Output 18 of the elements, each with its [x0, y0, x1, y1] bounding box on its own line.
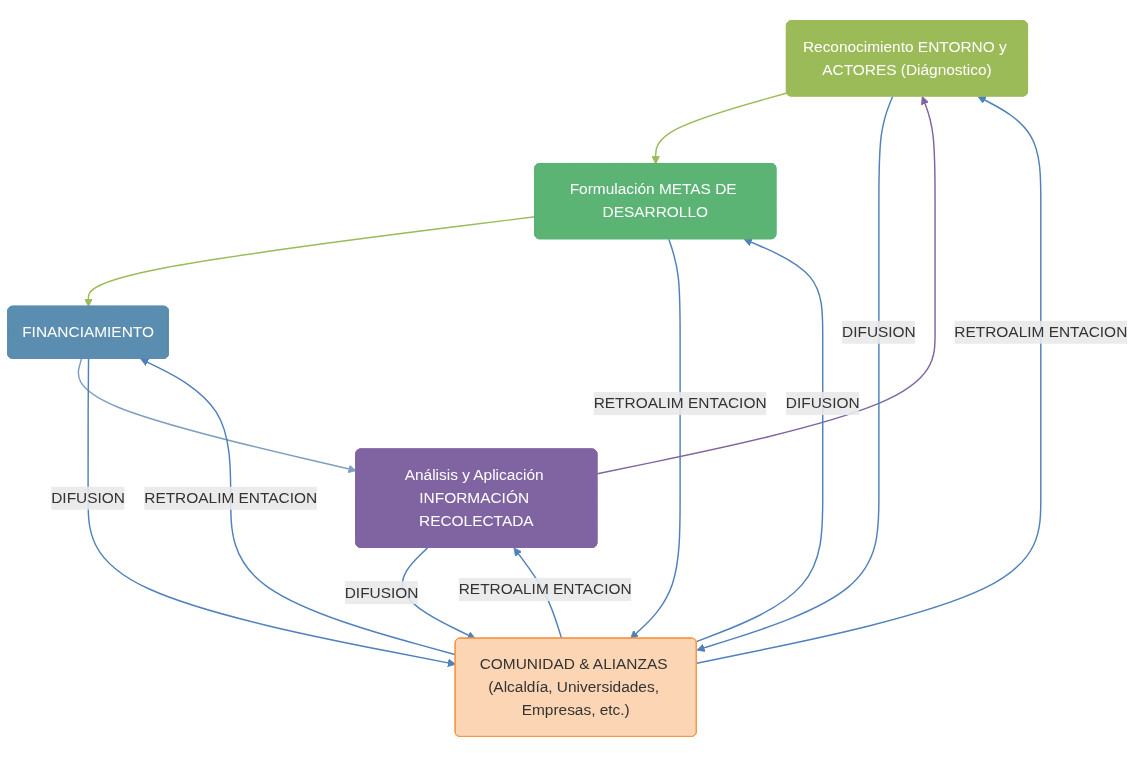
edge-label: RETROALIM ENTACION [593, 395, 767, 412]
arrow [87, 358, 456, 668]
arrow [696, 96, 894, 653]
arrow [630, 238, 681, 640]
arrow [596, 96, 936, 475]
edge-label: RETROALIM ENTACION [144, 489, 318, 507]
arrow [140, 358, 457, 656]
edge-label: DIFUSION [785, 395, 860, 412]
edge-label: DIFUSION [344, 584, 419, 601]
edge-label: DIFUSION [51, 489, 125, 507]
arrow [696, 96, 1042, 665]
edge-label: RETROALIM ENTACION [458, 581, 632, 598]
arrow [84, 216, 536, 308]
arrow [651, 92, 788, 165]
edge-label: RETROALIM ENTACION [954, 324, 1128, 341]
arrow [77, 358, 357, 474]
edge-label: DIFUSION [842, 324, 916, 341]
arrow [695, 238, 824, 643]
